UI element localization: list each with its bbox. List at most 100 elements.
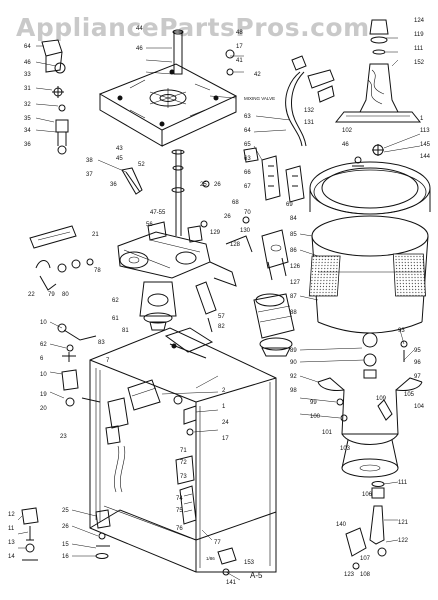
drive-shaft [171,29,185,236]
callout-label: 65 [244,142,251,148]
callout-label: 122 [398,538,409,544]
callout-label: 2 [222,388,226,394]
callout-label: 12 [8,512,15,518]
callout-label: 79 [48,292,55,298]
callout-label: 35 [24,116,31,122]
callout-label: 26 [62,524,69,530]
callout-label: 93 [398,328,405,334]
callout-label: 111 [414,46,424,52]
callout-label: 68 [232,200,239,206]
callout-label: 42 [254,72,261,78]
callout-label: 92 [290,374,297,380]
callout-label: 67 [244,184,251,190]
callout-label: 124 [414,18,425,24]
wire-harness-inside [114,395,197,493]
callout-label: 13 [8,540,15,546]
callout-label: 101 [322,430,333,436]
callout-label: 48 [236,30,243,36]
callout-label: 22 [28,292,35,298]
callout-label: 26 [214,182,221,188]
callout-label: 57 [218,314,225,320]
solenoid-parts [175,455,197,525]
callout-label: 16 [62,554,69,560]
callout-label: 97 [414,374,421,380]
page-number: A-5 [250,571,263,580]
callout-label: 83 [98,340,105,346]
callout-label: 109 [376,396,387,402]
callout-label: 20 [40,406,47,412]
callout-label: 26 [224,214,231,220]
callout-label: 17 [236,44,243,50]
callout-label: 34 [24,128,31,134]
callout-label: 104 [414,404,425,410]
callout-label: 41 [236,58,243,64]
callout-label: 127 [290,280,301,286]
callout-label: 81 [122,328,129,334]
callout-label: 85 [290,232,297,238]
pivot-belt [195,216,253,333]
control-box [105,379,161,445]
callout-label: 62 [40,342,47,348]
callout-label: 15 [62,542,69,548]
switch-brackets [243,147,305,203]
callout-label: 73 [180,474,187,480]
callout-label: 113 [420,128,430,134]
callout-label: 77 [214,540,221,546]
leveling-legs [21,507,39,561]
cabinet-top-rail [164,327,214,359]
callout-label: 43 [116,146,123,152]
leader-lines [17,37,421,581]
callout-label: 47-55 [150,210,166,216]
callout-label: 6 [40,356,44,362]
callout-label: 1 [420,116,424,122]
callout-labels-top-mid: 44 46 48 17 41 42 43 45 52 63 64 65 63 6… [116,26,315,286]
callout-label: 25 [200,182,207,188]
callout-label: 10 [40,372,47,378]
spin-basket [308,215,429,334]
callout-label: 145 [420,142,431,148]
callout-label: 130 [240,228,251,234]
transmission-gearcase [117,221,237,287]
callout-label: 129 [210,230,221,236]
callout-label: 84 [290,216,297,222]
callout-label: 62 [112,298,119,304]
callout-label: 46 [342,142,349,148]
callout-label: 24 [222,420,229,426]
callout-label: 131 [304,120,315,126]
callout-label: 70 [244,210,251,216]
cabinet-frame [89,327,277,573]
callout-label: 72 [180,460,187,466]
callout-label: 10 [40,320,47,326]
callout-label: 89 [290,348,297,354]
callout-label: 76 [176,526,183,532]
pump-bracket [261,229,289,281]
callout-label: 61 [112,316,119,322]
watermark-text: AppliancePartsPros.com [16,13,370,42]
callout-label: 63 [244,156,251,162]
callout-label: 86 [290,248,297,254]
callout-label: 46 [136,46,143,52]
callout-label: 119 [414,32,424,38]
callout-label: 17 [222,436,229,442]
callout-label: 33 [24,72,31,78]
callout-label: 108 [360,572,371,578]
pump-hose-assembly [345,481,387,570]
callout-label: 64 [24,44,31,50]
callout-label: 105 [404,392,415,398]
callout-label: 19 [40,392,47,398]
callout-label: 74 [176,496,183,502]
callout-label: 69 [286,202,293,208]
callout-label: 66 [244,170,251,176]
callout-label: 75 [176,508,183,514]
drive-motor-pulley [139,281,177,331]
callout-label: 141 [226,580,237,586]
callout-label: 95 [414,348,421,354]
callout-label: 63 [244,114,251,120]
small-code-note: 1/86 [206,556,215,561]
agitator [334,63,422,123]
tub-ring [309,161,431,215]
callout-label: 44 [136,26,143,32]
callout-labels-top-right: 124 119 111 152 1 113 145 144 102 46 84 … [290,18,431,498]
callout-label: 38 [86,158,93,164]
callout-label: 21 [92,232,99,238]
